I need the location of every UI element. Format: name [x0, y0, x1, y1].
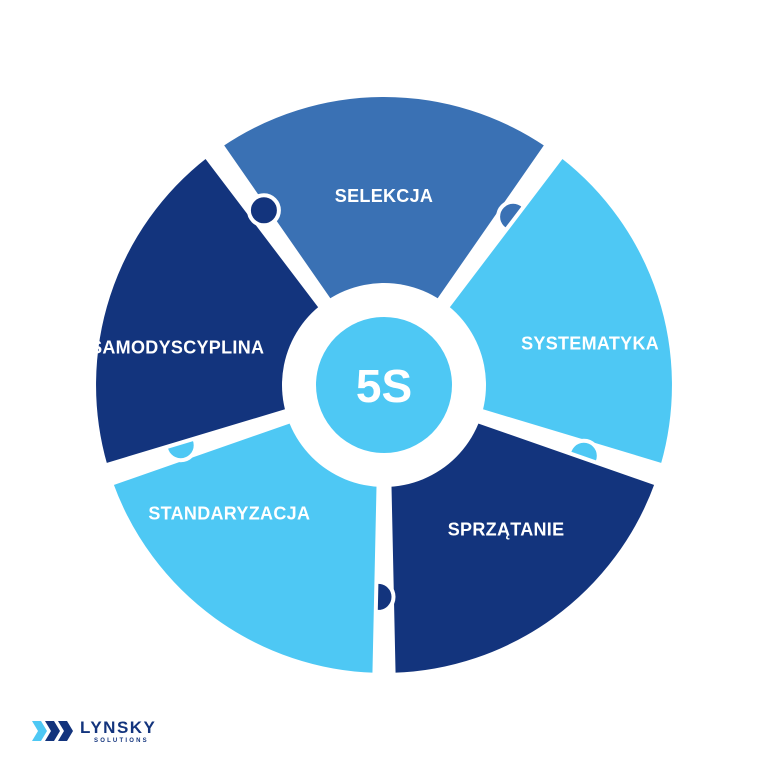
segment-label-sprzątanie: SPRZĄTANIE: [448, 519, 565, 539]
segment-label-standaryzacja: STANDARYZACJA: [148, 504, 310, 524]
lynsky-logo-mark-icon: [32, 721, 73, 741]
segment-label-selekcja: SELEKCJA: [335, 186, 433, 206]
logo-name: LYNSKY: [80, 717, 157, 737]
center-label: 5S: [356, 360, 412, 412]
puzzle-knob: [246, 193, 281, 228]
segment-label-samodyscyplina: SAMODYSCYPLINA: [90, 337, 264, 357]
lynsky-logo: LYNSKY SOLUTIONS: [32, 718, 156, 744]
logo-subtitle: SOLUTIONS: [94, 737, 149, 744]
center-disc: [316, 317, 452, 453]
segment-label-systematyka: SYSTEMATYKA: [521, 334, 659, 354]
